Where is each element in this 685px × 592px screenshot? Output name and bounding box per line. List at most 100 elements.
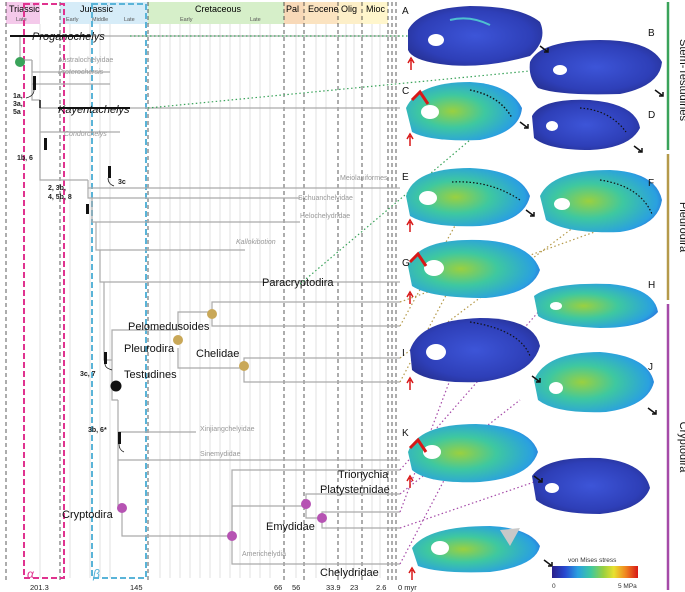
axis-2-6: 2.6 — [376, 583, 386, 592]
skull-b — [529, 40, 662, 95]
period-triassic: Triassic — [9, 4, 40, 14]
period-jurassic: Jurassic — [80, 4, 114, 14]
panel-d: D — [648, 110, 655, 121]
panel-h: H — [648, 280, 655, 291]
taxon-proganochelys: Proganochelys — [32, 31, 105, 43]
taxon-meiolaniformes: Meiolaniformes — [340, 175, 388, 182]
skull-e — [406, 168, 530, 227]
taxon-pleurodira: Pleurodira — [124, 343, 175, 355]
node-label-3c: 3c — [118, 179, 126, 186]
panel-k: K — [402, 428, 409, 439]
skull-g — [408, 239, 540, 298]
legend-min: 0 — [552, 583, 556, 590]
character-bars — [33, 76, 121, 444]
epoch-jurassic-early: Early — [66, 17, 79, 23]
taxon-australochelyidae: Australochelyidae — [58, 57, 113, 64]
skull-c — [406, 82, 522, 141]
group-label-pleuro: Pleurodira — [677, 202, 685, 253]
character-leaders — [25, 89, 125, 453]
taxon-chelydridae: Chelydridae — [320, 567, 379, 579]
skull-a — [408, 6, 543, 66]
node-label-4-5b-8: 4, 5b, 8 — [48, 194, 72, 201]
axis-23: 23 — [350, 583, 358, 592]
node-testudines-dot — [110, 380, 122, 392]
taxon-platysternidae: Platysternidae — [320, 484, 390, 496]
taxon-emydidae: Emydidae — [266, 521, 315, 533]
period-cretaceous: Cretaceous — [195, 4, 242, 14]
taxon-cryptodira: Cryptodira — [62, 509, 114, 521]
axis-145: 145 — [130, 583, 143, 592]
node-emydidae-dot — [301, 499, 311, 509]
node-label-1a: 1a, — [13, 93, 23, 100]
taxon-xinjiangchelyidae: Xinjiangchelyidae — [200, 426, 255, 433]
window-beta-label: β — [92, 567, 100, 581]
period-mioc: Mioc — [366, 4, 386, 14]
panel-b: B — [648, 28, 655, 39]
node-chelidae-dot — [239, 361, 249, 371]
epoch-cretaceous-early: Early — [180, 17, 193, 23]
legend-colorbar — [552, 566, 638, 578]
load-arrows — [406, 45, 664, 580]
axis-66: 66 — [274, 583, 282, 592]
taxon-proterochersis: Proterochersis — [58, 69, 104, 76]
taxon-helochelydridae: Helochelydridae — [300, 213, 350, 220]
axis-56: 56 — [292, 583, 300, 592]
epoch-jurassic-late: Late — [124, 17, 135, 23]
epoch-cretaceous-late: Late — [250, 17, 261, 23]
period-mioc-bg — [362, 2, 388, 24]
period-olig-bg — [338, 2, 362, 24]
axis-33: 33.9 — [326, 583, 341, 592]
panel-g: G — [402, 258, 410, 269]
node-cryptodira-dot — [117, 503, 127, 513]
legend-title: von Mises stress — [568, 557, 617, 564]
epoch-triassic-late: Late — [16, 17, 27, 23]
taxon-trionychia: Trionychia — [338, 469, 389, 481]
boundary-dashed-lines — [5, 2, 397, 580]
node-emydidae2-dot — [317, 513, 327, 523]
period-pal: Pal — [286, 4, 299, 14]
period-jurassic-bg — [60, 2, 148, 24]
taxon-chelidae: Chelidae — [196, 348, 239, 360]
window-beta — [91, 3, 147, 579]
skull-m — [412, 526, 540, 573]
skull-h — [534, 283, 658, 328]
axis-201: 201.3 — [30, 583, 49, 592]
node-label-3a: 3a, — [13, 101, 23, 108]
node-pelomedusoides-dot — [207, 309, 217, 319]
epoch-jurassic-middle: Middle — [92, 17, 108, 23]
legend-max: 5 MPa — [618, 583, 637, 590]
taxon-condorchelys: Condorchelys — [64, 131, 107, 138]
taxon-kayentachelys: Kayentachelys — [58, 104, 130, 116]
panel-letters: A B C D E F G H I J K — [402, 6, 655, 439]
window-alpha-label: α — [27, 567, 35, 581]
taxon-sinemydidae: Sinemydidae — [200, 451, 241, 458]
taxon-paracryptodira: Paracryptodira — [262, 277, 334, 289]
panel-c: C — [402, 86, 409, 97]
node-americhelydia-dot — [227, 531, 237, 541]
skull-l — [532, 457, 650, 514]
period-pal-bg — [284, 2, 304, 24]
taxon-americhelydia: Americhelydia — [242, 551, 286, 558]
node-label-3b6: 3b, 6* — [88, 427, 107, 434]
panel-i: I — [402, 348, 405, 359]
taxon-kallokibotion: Kallokibotion — [236, 239, 276, 246]
period-eocene-bg — [304, 2, 338, 24]
skull-i — [410, 318, 540, 383]
axis-0: 0 myr — [398, 583, 417, 592]
window-alpha — [23, 3, 65, 579]
period-olig: Olig — [341, 4, 357, 14]
node-label-3c7: 3c, 7 — [80, 371, 96, 378]
skull-k — [408, 424, 538, 483]
node-stem-dot — [15, 57, 25, 67]
group-label-stem: Stem-Testudines — [677, 39, 685, 121]
time-gridlines — [39, 24, 381, 578]
skull-f — [540, 170, 662, 233]
skull-d — [532, 99, 640, 150]
panel-e: E — [402, 172, 409, 183]
taxon-testudines: Testudines — [124, 369, 177, 381]
taxon-pelomedusoides: Pelomedusoides — [128, 321, 210, 333]
skull-j — [534, 352, 654, 413]
node-pleurodira-dot — [173, 335, 183, 345]
